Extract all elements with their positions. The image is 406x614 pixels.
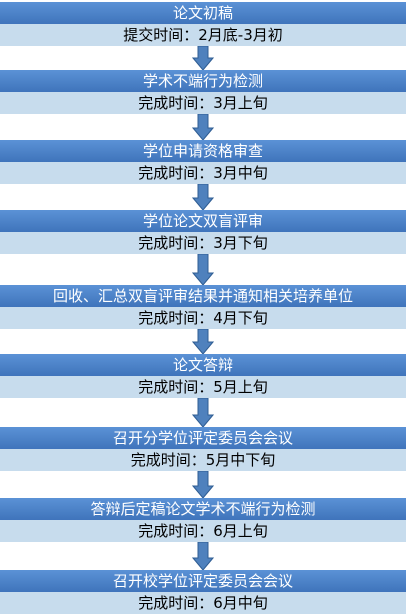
flow-step: 学术不端行为检测完成时间：3月上旬 bbox=[0, 70, 406, 114]
down-arrow-icon bbox=[192, 114, 214, 140]
flow-step-title: 召开校学位评定委员会会议 bbox=[0, 570, 406, 592]
flow-step-title: 学位申请资格审查 bbox=[0, 140, 406, 162]
flow-step: 学位申请资格审查完成时间：3月中旬 bbox=[0, 140, 406, 184]
flow-step-time: 提交时间：2月底-3月初 bbox=[0, 24, 406, 46]
flow-step-title: 答辩后定稿论文学术不端行为检测 bbox=[0, 498, 406, 520]
flow-step: 论文初稿提交时间：2月底-3月初 bbox=[0, 2, 406, 46]
flow-step-title: 论文初稿 bbox=[0, 2, 406, 24]
down-arrow-icon bbox=[192, 542, 214, 570]
flow-step-title: 回收、汇总双盲评审结果并通知相关培养单位 bbox=[0, 285, 406, 307]
down-arrow-icon bbox=[192, 46, 214, 70]
down-arrow-icon bbox=[192, 398, 214, 427]
flow-step-time: 完成时间：6月中旬 bbox=[0, 592, 406, 614]
flow-step: 学位论文双盲评审完成时间：3月下旬 bbox=[0, 210, 406, 254]
down-arrow-icon bbox=[192, 184, 214, 210]
down-arrow-icon bbox=[192, 471, 214, 498]
flow-step: 召开分学位评定委员会会议完成时间：5月中下旬 bbox=[0, 427, 406, 471]
flow-step-time: 完成时间：4月下旬 bbox=[0, 307, 406, 329]
flow-step-title: 论文答辩 bbox=[0, 354, 406, 376]
flow-step: 答辩后定稿论文学术不端行为检测完成时间：6月上旬 bbox=[0, 498, 406, 542]
flow-step-title: 学位论文双盲评审 bbox=[0, 210, 406, 232]
flow-step-time: 完成时间：3月上旬 bbox=[0, 92, 406, 114]
flow-step: 回收、汇总双盲评审结果并通知相关培养单位完成时间：4月下旬 bbox=[0, 285, 406, 329]
flow-step-time: 完成时间：3月下旬 bbox=[0, 232, 406, 254]
flow-step: 论文答辩完成时间：5月上旬 bbox=[0, 354, 406, 398]
down-arrow-icon bbox=[192, 329, 214, 354]
flow-step-time: 完成时间：5月中下旬 bbox=[0, 449, 406, 471]
flow-step: 召开校学位评定委员会会议完成时间：6月中旬 bbox=[0, 570, 406, 614]
flow-step-time: 完成时间：3月中旬 bbox=[0, 162, 406, 184]
flow-step-title: 学术不端行为检测 bbox=[0, 70, 406, 92]
down-arrow-icon bbox=[192, 254, 214, 285]
flow-step-time: 完成时间：5月上旬 bbox=[0, 376, 406, 398]
flow-step-title: 召开分学位评定委员会会议 bbox=[0, 427, 406, 449]
flow-step-time: 完成时间：6月上旬 bbox=[0, 520, 406, 542]
